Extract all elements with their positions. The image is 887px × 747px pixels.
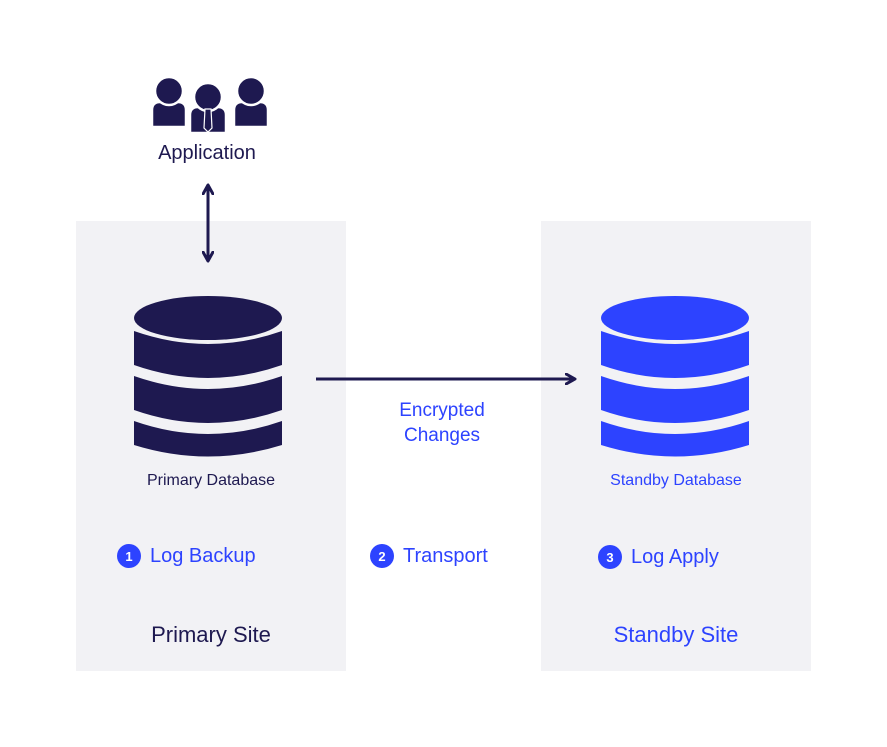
standby-database-icon [601, 296, 749, 457]
standby-site-label: Standby Site [613, 622, 739, 647]
step-number-badge: 3 [598, 545, 622, 569]
encrypted-changes-label: Encrypted Changes [372, 398, 512, 448]
primary-site-label: Primary Site [151, 622, 271, 647]
standby-database-label: Standby Database [610, 472, 742, 489]
step-label: Log Apply [631, 545, 719, 568]
step-number-badge: 2 [370, 544, 394, 568]
step-number-badge: 1 [117, 544, 141, 568]
user-center-icon [188, 81, 228, 135]
primary-database-icon [134, 296, 282, 457]
application-label: Application [158, 142, 256, 164]
step-label: Transport [403, 544, 488, 567]
encrypted-changes-line2: Changes [403, 425, 481, 446]
users-group-icon [150, 75, 270, 135]
step-transport: 2 Transport [370, 544, 488, 568]
user-right-icon [232, 75, 270, 129]
user-left-icon [150, 75, 188, 129]
step-log-backup: 1 Log Backup [117, 544, 256, 568]
primary-database-label: Primary Database [146, 472, 276, 489]
step-log-apply: 3 Log Apply [598, 545, 719, 569]
step-label: Log Backup [150, 544, 256, 567]
encrypted-changes-line1: Encrypted [399, 400, 485, 421]
